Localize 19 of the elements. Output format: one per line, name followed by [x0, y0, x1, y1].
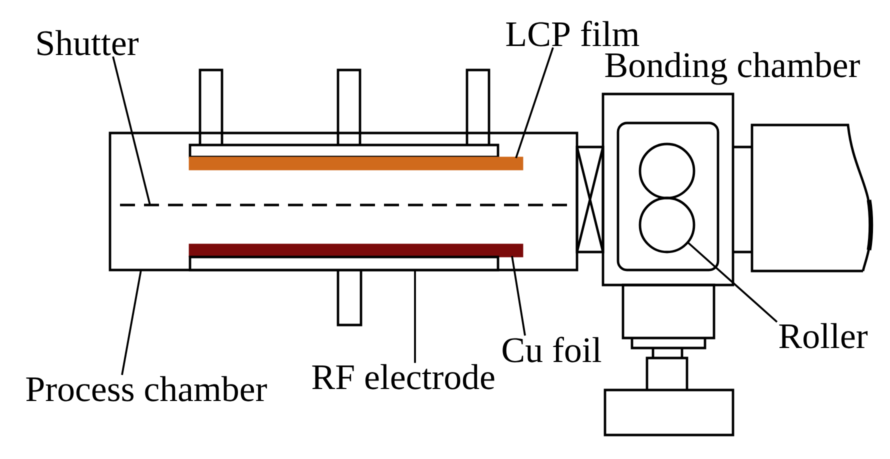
- roller-circle: [638, 196, 696, 254]
- leader-line: [121, 270, 142, 376]
- leader-line: [112, 56, 151, 206]
- electrode-plate: [188, 144, 500, 158]
- part-label: Roller: [779, 323, 868, 348]
- foil-strip: [188, 244, 524, 258]
- film-strip: [188, 156, 524, 170]
- leader-line: [515, 47, 554, 158]
- leader-line: [414, 270, 416, 363]
- part-label: Cu foil: [502, 336, 602, 362]
- leader-line: [687, 242, 778, 323]
- roller-circle: [638, 142, 696, 200]
- part-label: LCP film: [506, 20, 640, 46]
- part-label: Bonding chamber: [605, 52, 860, 85]
- electrode-plate: [188, 256, 500, 272]
- leader-line: [511, 256, 526, 336]
- part-label: Process chamber: [26, 376, 267, 402]
- part-label: Shutter: [38, 30, 138, 56]
- part-label: RF electrode: [312, 364, 494, 390]
